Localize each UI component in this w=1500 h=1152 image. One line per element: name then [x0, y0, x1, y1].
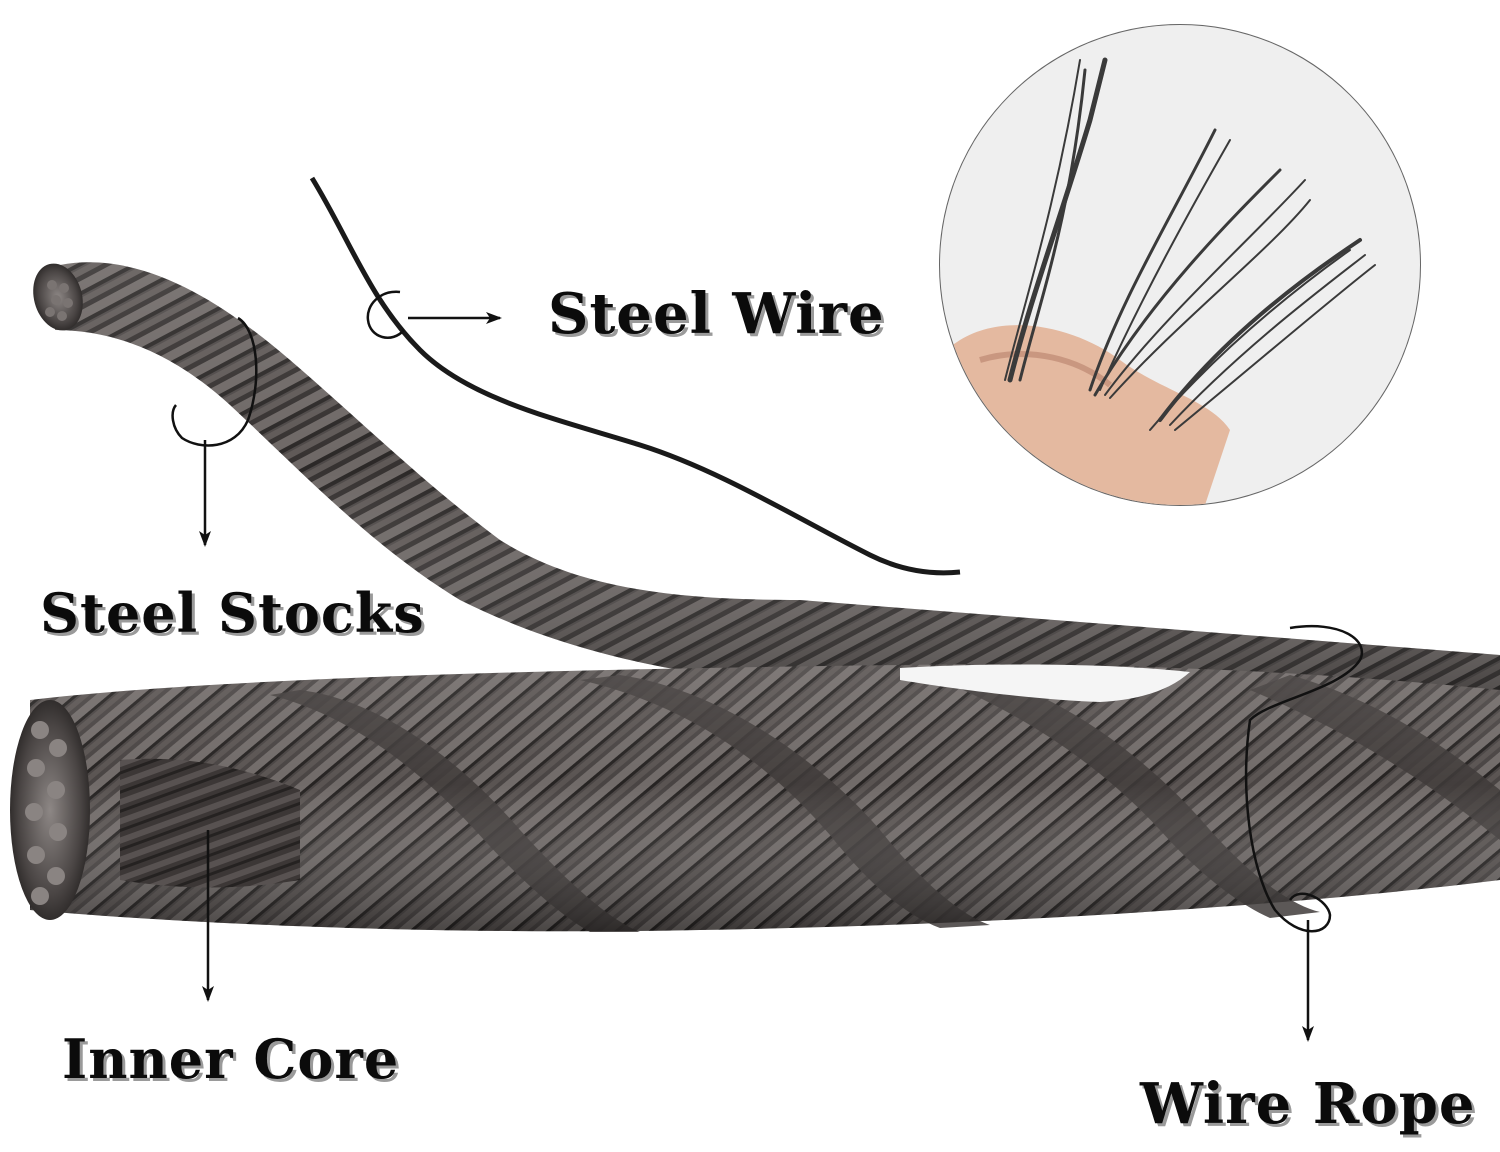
callout-steel-wire	[366, 290, 502, 339]
callout-steel-stocks	[171, 316, 258, 547]
inner-core-section	[120, 758, 300, 888]
main-wire-rope	[10, 664, 1500, 932]
loop-icon	[366, 290, 405, 339]
label-inner-core: Inner Core	[62, 1027, 400, 1091]
loop-icon	[171, 316, 258, 447]
steel-stock-strand	[33, 262, 1500, 720]
callout-wire-rope	[1244, 624, 1364, 1042]
label-steel-wire: Steel Wire	[548, 281, 885, 347]
loop-icon	[1244, 624, 1364, 933]
label-wire-rope: Wire Rope	[1140, 1071, 1476, 1137]
inset-photo	[939, 24, 1421, 506]
label-steel-stocks: Steel Stocks	[40, 581, 425, 645]
